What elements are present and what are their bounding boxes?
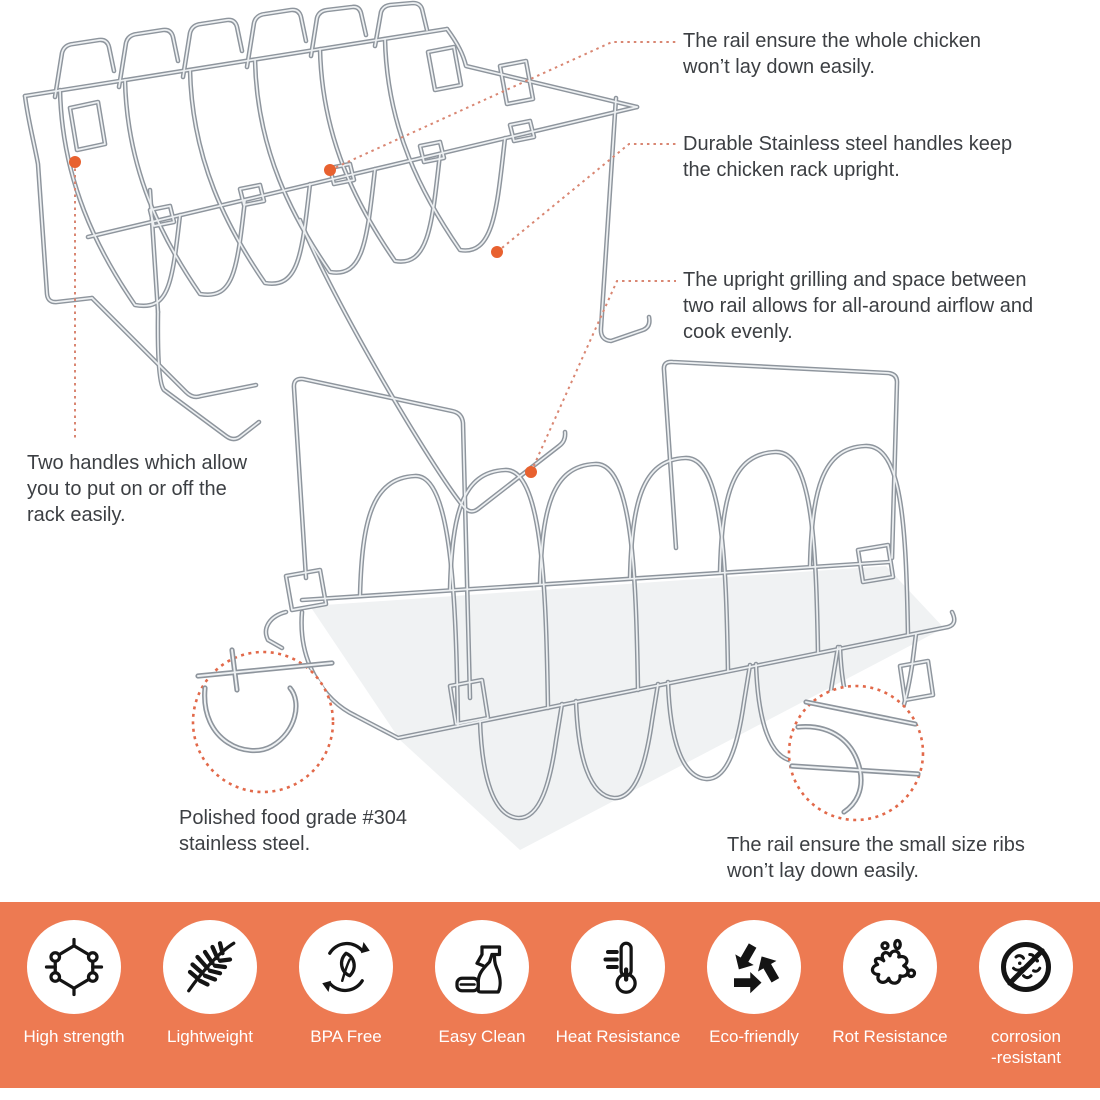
callout-handles-upright: Durable Stainless steel handles keep the… [683, 133, 1013, 181]
recycle-icon [729, 940, 784, 994]
feature-bpa-free: BPA Free [278, 920, 414, 1047]
feature-banner: High strength Lightweight [0, 902, 1100, 1088]
thermometer-icon [603, 941, 637, 994]
feature-lightweight: Lightweight [142, 920, 278, 1047]
feature-eco-friendly: Eco-friendly [686, 920, 822, 1047]
leader-lines [74, 41, 676, 473]
no-bacteria-icon [1001, 942, 1051, 992]
magnifier-circle-left [191, 650, 335, 794]
leaf-cycle-icon [322, 941, 370, 993]
callout-rail-small-ribs: The rail ensure the small size ribs won’… [727, 834, 1025, 882]
feature-high-strength: High strength [6, 920, 142, 1047]
feature-easy-clean: Easy Clean [414, 920, 550, 1047]
callout-airflow: The upright grilling and space between t… [683, 269, 1034, 343]
feather-icon [187, 941, 236, 993]
callout-two-handles: Two handles which allow you to put on or… [27, 452, 248, 526]
callout-material: Polished food grade #304 stainless steel… [179, 807, 407, 855]
splat-icon [870, 938, 917, 985]
feature-heat-resistance: Heat Resistance [550, 920, 686, 1047]
feature-rot-resistance: Rot Resistance [822, 920, 958, 1047]
callout-rail-whole-chicken: The rail ensure the whole chicken won’t … [683, 30, 981, 78]
marker-dots [69, 156, 537, 478]
feature-corrosion-resistant: corrosion-resistant [958, 920, 1094, 1068]
spray-bottle-icon [455, 945, 502, 994]
molecule-icon [44, 937, 104, 997]
